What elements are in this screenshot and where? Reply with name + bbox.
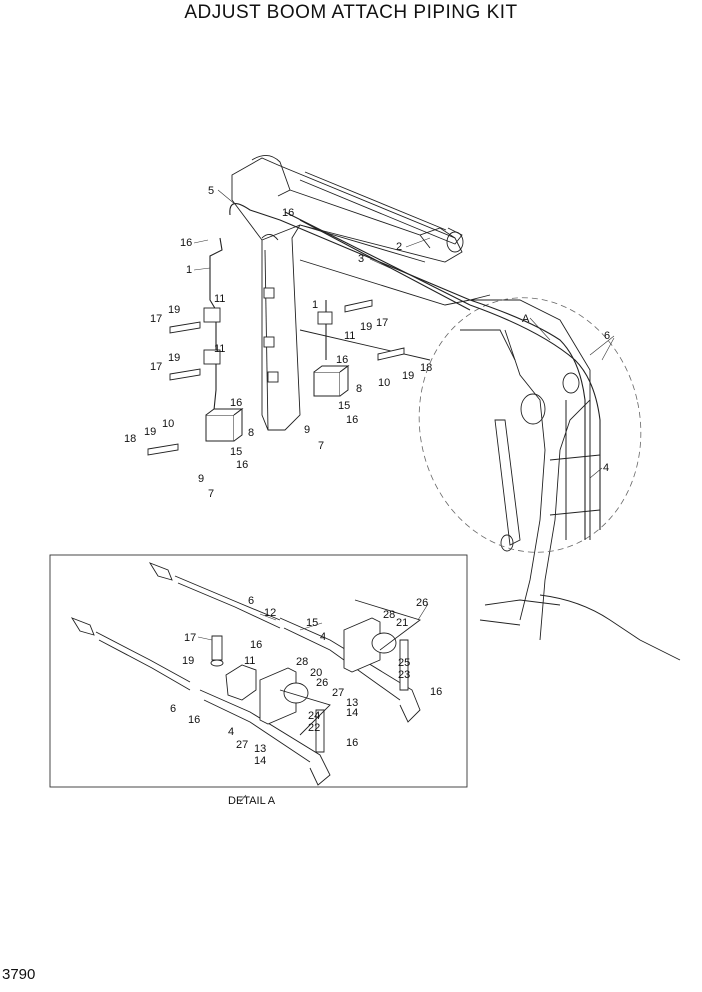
callout-7: 7 [208, 488, 214, 500]
callout-3: 3 [358, 253, 364, 265]
callout-24: 24 [308, 710, 320, 722]
boom-outline [231, 155, 681, 661]
callout-15: 15 [306, 617, 318, 629]
callout-labels: 5 16 16 1 2 3 11 1 19 17 17 11 19 11 19 … [124, 185, 610, 807]
callout-11: 11 [214, 293, 225, 305]
callout-23: 23 [398, 669, 410, 681]
callout-11: 11 [344, 330, 355, 342]
callout-22: 22 [308, 722, 320, 734]
boom-cylinder [299, 171, 464, 253]
callout-6: 6 [248, 595, 254, 607]
boom-pipes [209, 203, 601, 540]
pipe-clamps [203, 287, 333, 383]
callout-6: 6 [604, 330, 610, 342]
callout-13: 13 [346, 697, 358, 709]
callout-16: 16 [250, 639, 262, 651]
callout-6: 6 [170, 703, 176, 715]
callout-17: 17 [150, 313, 162, 325]
callout-10: 10 [162, 418, 174, 430]
detail-frame [49, 554, 468, 788]
detail-caption: DETAIL A [228, 795, 276, 807]
callout-11: 11 [244, 655, 255, 667]
callout-8: 8 [248, 427, 254, 439]
callout-9: 9 [304, 424, 310, 436]
arm-pipes [549, 400, 601, 540]
callout-16: 16 [336, 354, 348, 366]
callout-16: 16 [430, 686, 442, 698]
callout-27: 27 [332, 687, 344, 699]
page-title: ADJUST BOOM ATTACH PIPING KIT [184, 2, 518, 23]
callout-13: 13 [254, 743, 266, 755]
callout-15: 15 [230, 446, 242, 458]
callout-16: 16 [236, 459, 248, 471]
callout-16: 16 [346, 737, 358, 749]
callout-18: 18 [420, 362, 432, 374]
callout-15: 15 [338, 400, 350, 412]
callout-26: 26 [416, 597, 428, 609]
callout-19: 19 [168, 304, 180, 316]
callout-19: 19 [144, 426, 156, 438]
callout-20: 20 [310, 667, 322, 679]
callout-18: 18 [124, 433, 136, 445]
callout-16: 16 [188, 714, 200, 726]
detail-parts [70, 562, 421, 786]
callout-19: 19 [402, 370, 414, 382]
callout-25: 25 [398, 657, 410, 669]
section-marker-a: A [522, 313, 530, 325]
callout-27: 27 [236, 739, 248, 751]
callout-9: 9 [198, 473, 204, 485]
callout-1: 1 [186, 264, 192, 276]
callout-16: 16 [180, 237, 192, 249]
callout-16: 16 [282, 207, 294, 219]
leader-lines [193, 189, 615, 803]
callout-17: 17 [150, 361, 162, 373]
callout-16: 16 [230, 397, 242, 409]
callout-10: 10 [378, 377, 390, 389]
callout-26: 26 [316, 677, 328, 689]
callout-19: 19 [182, 655, 194, 667]
callout-1: 1 [312, 299, 318, 311]
callout-16: 16 [346, 414, 358, 426]
bolts [147, 299, 405, 456]
callout-5: 5 [208, 185, 214, 197]
callout-19: 19 [360, 321, 372, 333]
callout-4: 4 [228, 726, 234, 738]
callout-28: 28 [296, 656, 308, 668]
callout-17: 17 [184, 632, 196, 644]
callout-14: 14 [254, 755, 266, 767]
callout-21: 21 [396, 617, 408, 629]
callout-2: 2 [396, 241, 402, 253]
callout-12: 12 [264, 607, 276, 619]
page-number: 3790 [2, 966, 36, 983]
callout-17: 17 [376, 317, 388, 329]
check-valve-blocks [205, 365, 350, 442]
callout-7: 7 [318, 440, 324, 452]
callout-4: 4 [320, 631, 326, 643]
callout-28: 28 [383, 609, 395, 621]
detail-circle [418, 297, 642, 553]
callout-14: 14 [346, 707, 358, 719]
callout-4: 4 [603, 462, 609, 474]
callout-8: 8 [356, 383, 362, 395]
callout-19: 19 [168, 352, 180, 364]
callout-11: 11 [214, 343, 225, 355]
